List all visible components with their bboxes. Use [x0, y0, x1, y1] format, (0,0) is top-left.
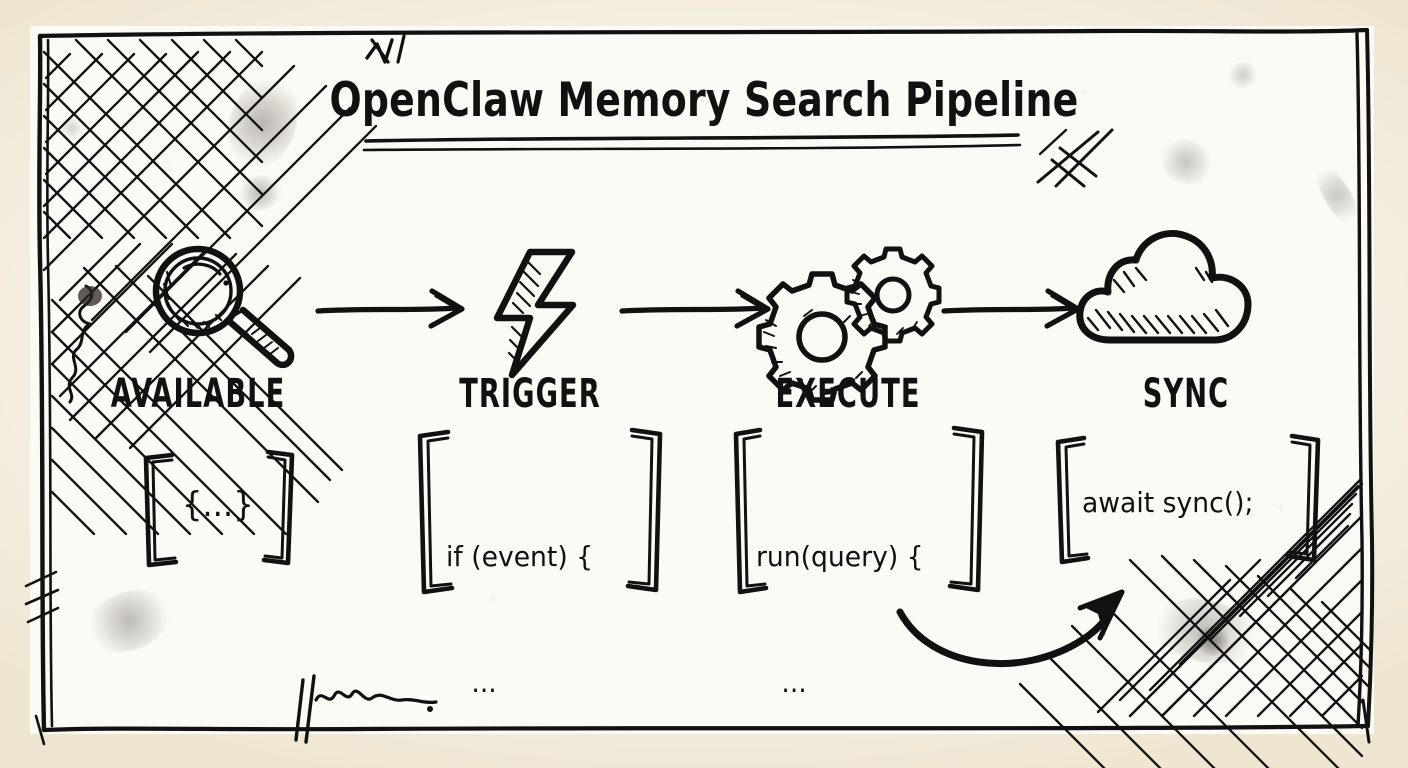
arrow-execute-to-sync	[941, 288, 1081, 329]
code-line: await sync();	[1082, 486, 1254, 519]
code-line: {...}	[181, 485, 254, 525]
gears-icon	[756, 246, 942, 403]
code-bracket-trigger	[417, 427, 663, 595]
code-snippet-available: {...}	[176, 486, 260, 524]
cloud-icon	[1076, 230, 1252, 344]
code-line: if (event) {	[446, 540, 594, 573]
arrow-feedback-curve-to-sync	[896, 589, 1125, 667]
code-snippet-trigger: if (event) { ... }	[446, 452, 593, 768]
stage-label-trigger: TRIGGER	[459, 370, 601, 418]
doodle-tick-marks-left	[24, 570, 60, 624]
stage-label-sync: SYNC	[1142, 370, 1230, 418]
code-line: run(query) {	[756, 540, 924, 573]
magnifying-glass-icon	[152, 245, 295, 369]
corner-hatch-top-left	[42, 38, 378, 536]
doodle-squiggle-left	[67, 284, 102, 404]
lightning-bolt-icon	[493, 248, 577, 379]
stage-label-available: AVAILABLE	[110, 370, 286, 418]
corner-hatch-bottom-right	[1018, 478, 1374, 768]
code-line: ...	[446, 666, 497, 699]
border-frame	[34, 27, 1375, 746]
code-bracket-available	[143, 449, 295, 568]
code-snippet-execute: run(query) { ... }	[756, 452, 924, 768]
code-bracket-execute	[733, 425, 985, 595]
code-line: ...	[756, 666, 807, 699]
arrow-trigger-to-execute	[619, 288, 771, 329]
code-snippet-sync: await sync();	[1082, 482, 1253, 524]
signature-squiggle-bottom	[294, 674, 438, 744]
doodle-x-slash-top	[365, 34, 406, 64]
doodle-hatch-top-right	[1036, 128, 1114, 188]
stage-label-execute: EXECUTE	[775, 370, 921, 418]
page-title: OpenClaw Memory Search Pipeline	[329, 73, 1079, 128]
paper-sheet	[30, 26, 1374, 734]
title-underline	[362, 133, 1022, 152]
arrow-available-to-trigger	[315, 288, 465, 329]
code-bracket-sync	[1055, 433, 1321, 565]
